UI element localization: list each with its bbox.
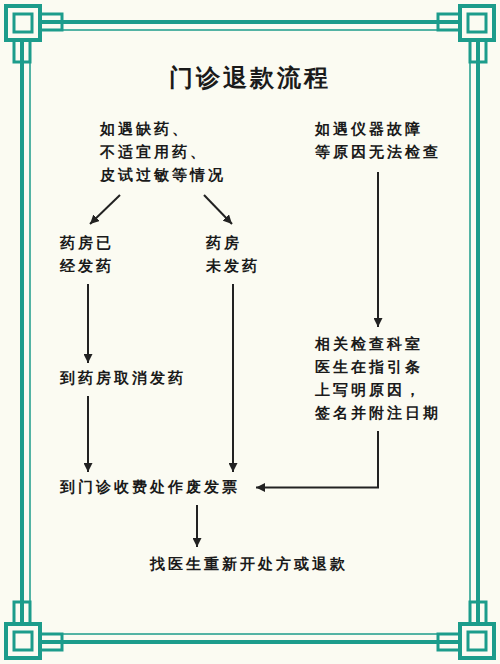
step-text: 药房 未发药 — [206, 232, 270, 278]
step-node: 相关检查科室 医生在指引条 上写明原因， 签名并附注日期 — [315, 333, 457, 425]
flow-arrow — [377, 172, 379, 327]
flow-arrow — [232, 284, 234, 472]
flow-arrow — [196, 505, 198, 547]
flow-arrow — [87, 284, 89, 363]
step-node: 如遇缺药、 不适宜用药、 皮试过敏等情况 — [100, 118, 242, 187]
step-node: 药房已 经发药 — [60, 232, 124, 278]
flow-arrow — [90, 195, 120, 224]
step-node: 找医生重新开处方或退款 — [150, 553, 370, 576]
step-node: 如遇仪器故障 等原因无法检查 — [315, 118, 457, 164]
diagram-title: 门诊退款流程 — [0, 62, 500, 94]
corner-knot — [438, 602, 494, 658]
flow-arrow — [87, 396, 89, 472]
step-text: 药房已 经发药 — [60, 232, 124, 278]
corner-knot — [6, 602, 62, 658]
step-text: 到门诊收费处作废发票 — [60, 476, 260, 499]
step-text: 到药房取消发药 — [60, 367, 210, 390]
step-node: 到药房取消发药 — [60, 367, 210, 390]
step-text: 如遇缺药、 不适宜用药、 皮试过敏等情况 — [100, 118, 242, 187]
outer-frame — [22, 22, 478, 642]
step-node: 到门诊收费处作废发票 — [60, 476, 260, 499]
inner-frame — [30, 30, 470, 634]
flow-arrow — [256, 431, 378, 488]
step-text: 找医生重新开处方或退款 — [150, 553, 370, 576]
corner-knot — [438, 6, 494, 62]
step-text: 相关检查科室 医生在指引条 上写明原因， 签名并附注日期 — [315, 333, 457, 425]
step-node: 药房 未发药 — [206, 232, 270, 278]
corner-knot — [6, 6, 62, 62]
step-text: 如遇仪器故障 等原因无法检查 — [315, 118, 457, 164]
flow-arrow — [204, 195, 232, 224]
